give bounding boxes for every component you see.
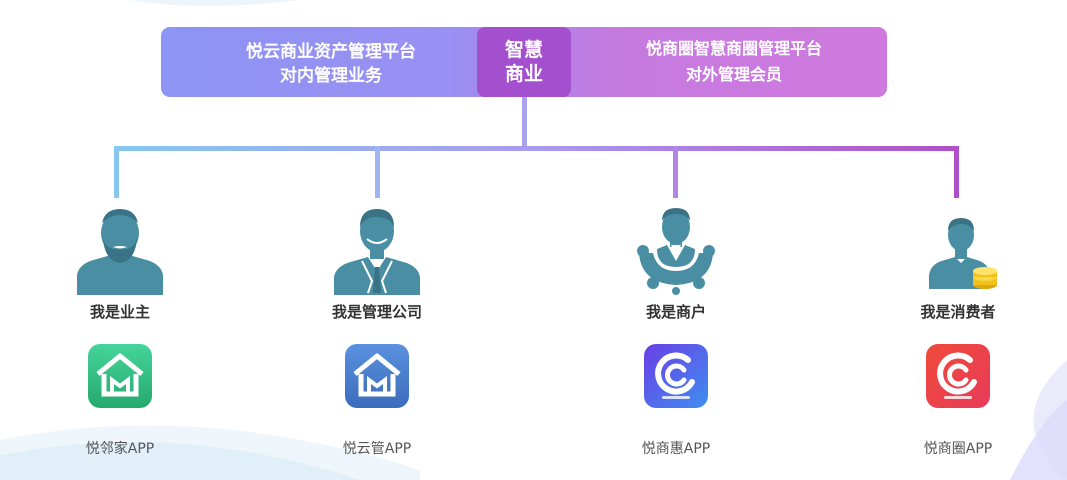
drop-connector-consumer — [954, 146, 959, 198]
internal-platform-subtitle: 对内管理业务 — [280, 66, 382, 86]
role-merchant: 我是商户 悦商惠APP — [586, 205, 766, 458]
smart-commerce-line1: 智慧 — [504, 39, 543, 61]
app-label[interactable]: 悦邻家APP — [85, 441, 155, 457]
internal-platform-title: 悦云商业资产管理平台 — [246, 42, 416, 62]
role-label: 我是商户 — [645, 303, 706, 321]
role-owner: 我是业主 悦邻家APP — [30, 205, 210, 458]
role-management-company: 我是管理公司 悦云管APP — [287, 205, 467, 458]
house-green-app-icon[interactable] — [88, 344, 152, 408]
role-consumer: 我是消费者 悦商圈APP — [868, 205, 1048, 458]
trunk-connector — [522, 97, 527, 149]
role-label: 我是消费者 — [920, 303, 996, 321]
suited-man-icon — [334, 209, 420, 295]
external-platform-subtitle: 对外管理会员 — [685, 65, 782, 84]
app-label[interactable]: 悦商圈APP — [923, 441, 993, 457]
external-platform-block: 悦商圈智慧商圈管理平台 对外管理会员 — [606, 36, 862, 88]
smart-commerce-line2: 商业 — [504, 63, 543, 85]
app-label[interactable]: 悦商惠APP — [641, 441, 711, 457]
bearded-man-icon — [77, 209, 163, 295]
horizontal-connector — [114, 146, 959, 151]
internal-platform-block: 悦云商业资产管理平台 对内管理业务 — [211, 40, 451, 88]
app-label[interactable]: 悦云管APP — [342, 441, 412, 457]
consumer-coins-icon — [929, 218, 997, 289]
role-label: 我是业主 — [89, 303, 150, 321]
smart-commerce-badge: 智慧 商业 — [477, 27, 571, 97]
swirl-red-app-icon[interactable] — [926, 344, 990, 408]
external-platform-title: 悦商圈智慧商圈管理平台 — [645, 39, 822, 58]
role-label: 我是管理公司 — [331, 303, 422, 321]
drop-connector-merchant — [673, 146, 678, 198]
platform-banner: 悦云商业资产管理平台 对内管理业务 智慧 商业 悦商圈智慧商圈管理平台 对外管理… — [161, 27, 887, 97]
house-blue-app-icon[interactable] — [345, 344, 409, 408]
drop-connector-owner — [114, 146, 119, 198]
swirl-purple-app-icon[interactable] — [644, 344, 708, 408]
merchant-wheel-icon — [637, 208, 715, 295]
drop-connector-manager — [375, 146, 380, 198]
